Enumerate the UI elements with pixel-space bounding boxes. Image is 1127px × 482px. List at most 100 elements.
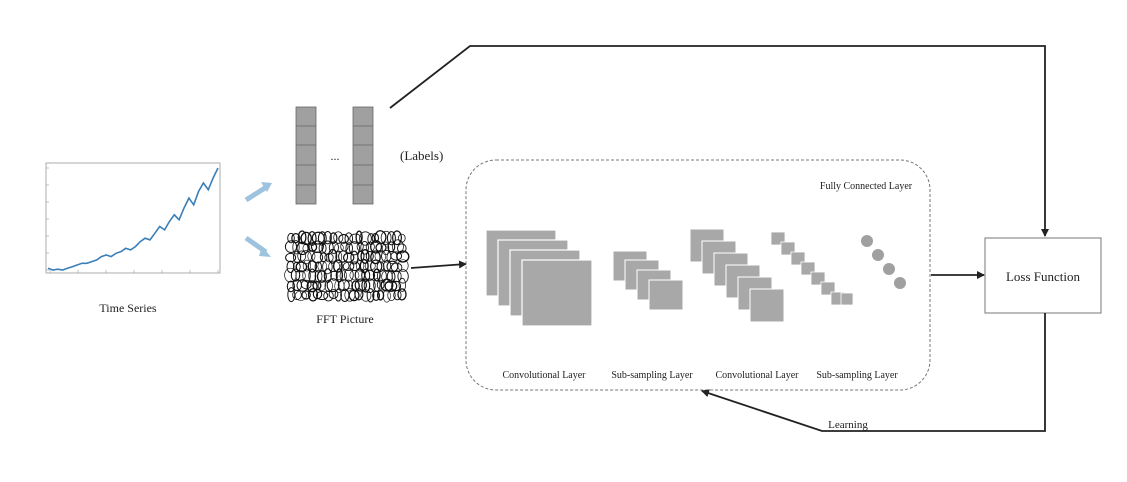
fft-stroke — [291, 232, 301, 244]
conv-layer-1-stack — [485, 229, 593, 327]
fft-stroke — [349, 270, 360, 281]
fft-stroke — [306, 280, 318, 293]
fft-stroke — [315, 290, 329, 301]
upper-split-arrow — [244, 183, 270, 203]
fft-stroke — [359, 258, 369, 274]
fft-stroke — [380, 230, 392, 245]
fft-stroke — [308, 268, 317, 284]
fft-stroke — [284, 267, 297, 283]
fft-stroke — [354, 288, 364, 301]
fft-stroke — [286, 260, 295, 273]
fft-stroke — [323, 290, 334, 302]
fft-stroke — [355, 259, 365, 272]
fft-stroke — [372, 290, 381, 302]
fft-stroke — [366, 288, 375, 303]
subsampling-layer-1-label: Sub-sampling Layer — [611, 370, 693, 381]
fft-stroke — [397, 243, 407, 254]
fft-stroke — [300, 279, 312, 290]
fft-stroke — [332, 259, 343, 273]
fft-stroke — [392, 230, 402, 246]
fft-stroke — [370, 250, 381, 265]
fc-node — [872, 249, 884, 261]
fft-stroke — [327, 248, 338, 264]
fft-stroke — [380, 278, 394, 292]
fft-stroke — [287, 287, 296, 303]
fully-connected-nodes — [861, 235, 906, 289]
fft-picture — [284, 230, 410, 303]
fft-stroke — [364, 269, 376, 281]
fft-stroke — [360, 240, 369, 255]
time-series-chart — [45, 162, 221, 274]
fft-stroke — [321, 240, 334, 256]
fft-stroke — [382, 241, 390, 256]
fft-stroke — [397, 259, 409, 273]
fc-node — [861, 235, 873, 247]
fc-node — [894, 277, 906, 289]
fft-stroke — [295, 261, 308, 273]
split-arrows — [244, 182, 272, 257]
fft-stroke — [329, 232, 338, 244]
fft-stroke — [285, 252, 297, 263]
fft-stroke — [302, 268, 311, 283]
fft-stroke — [342, 261, 355, 272]
fft-stroke — [354, 278, 367, 292]
fft-stroke — [317, 279, 327, 291]
fft-stroke — [328, 260, 341, 273]
loss-function-box — [984, 237, 1102, 314]
fft-stroke — [384, 280, 398, 292]
fft-stroke — [301, 290, 311, 300]
fft-stroke — [398, 277, 406, 292]
fft-stroke — [334, 243, 344, 253]
fft-stroke — [348, 241, 360, 256]
fft-stroke — [390, 262, 403, 273]
labels-text: (Labels) — [400, 148, 443, 163]
fft-stroke — [312, 288, 323, 300]
label-vector-2 — [352, 106, 374, 205]
fft-stroke — [397, 288, 407, 301]
fft-stroke — [286, 280, 296, 293]
cnn-container — [465, 159, 931, 391]
fft-stroke — [359, 231, 372, 246]
fft-stroke — [334, 288, 342, 302]
fft-stroke — [294, 290, 307, 301]
fft-stroke — [324, 279, 333, 293]
fft-stroke — [376, 279, 385, 290]
fft-stroke — [307, 260, 318, 273]
ellipsis-text: ... — [331, 149, 340, 163]
lower-arrowhead — [259, 246, 271, 257]
fft-stroke — [290, 268, 301, 282]
subsampling-layer-2-stack — [770, 231, 854, 306]
fft-stroke — [314, 261, 322, 273]
time-series-line — [47, 167, 219, 271]
fft-stroke — [297, 230, 307, 245]
labels-to-loss-connector — [389, 45, 1049, 237]
fft-stroke — [348, 289, 360, 302]
label-vector-1 — [295, 106, 317, 205]
fft-stroke — [302, 259, 312, 272]
fft-stroke — [349, 233, 362, 244]
fft-stroke — [316, 270, 327, 283]
fft-stroke — [345, 242, 353, 255]
fft-stroke — [376, 289, 385, 301]
fft-stroke — [360, 249, 370, 264]
fft-to-cnn-arrow — [410, 260, 467, 269]
chart-frame — [45, 162, 221, 274]
fft-stroke — [398, 233, 406, 243]
fft-stroke — [339, 270, 347, 282]
fft-stroke — [338, 233, 349, 244]
chart-ticks — [46, 167, 219, 273]
subsampling-layer-1-stack — [612, 250, 684, 311]
fft-stroke — [295, 270, 306, 282]
fft-stroke — [361, 278, 371, 293]
loss-function-label: Loss Function — [1006, 269, 1081, 284]
fft-stroke — [360, 289, 372, 302]
fft-stroke — [386, 231, 396, 246]
fft-stroke — [311, 251, 324, 264]
fft-stroke — [375, 242, 387, 253]
time-series-label: Time Series — [99, 301, 157, 315]
fft-stroke — [335, 250, 343, 264]
fft-stroke — [300, 250, 312, 264]
fft-stroke — [374, 249, 387, 263]
fft-stroke — [328, 241, 339, 254]
